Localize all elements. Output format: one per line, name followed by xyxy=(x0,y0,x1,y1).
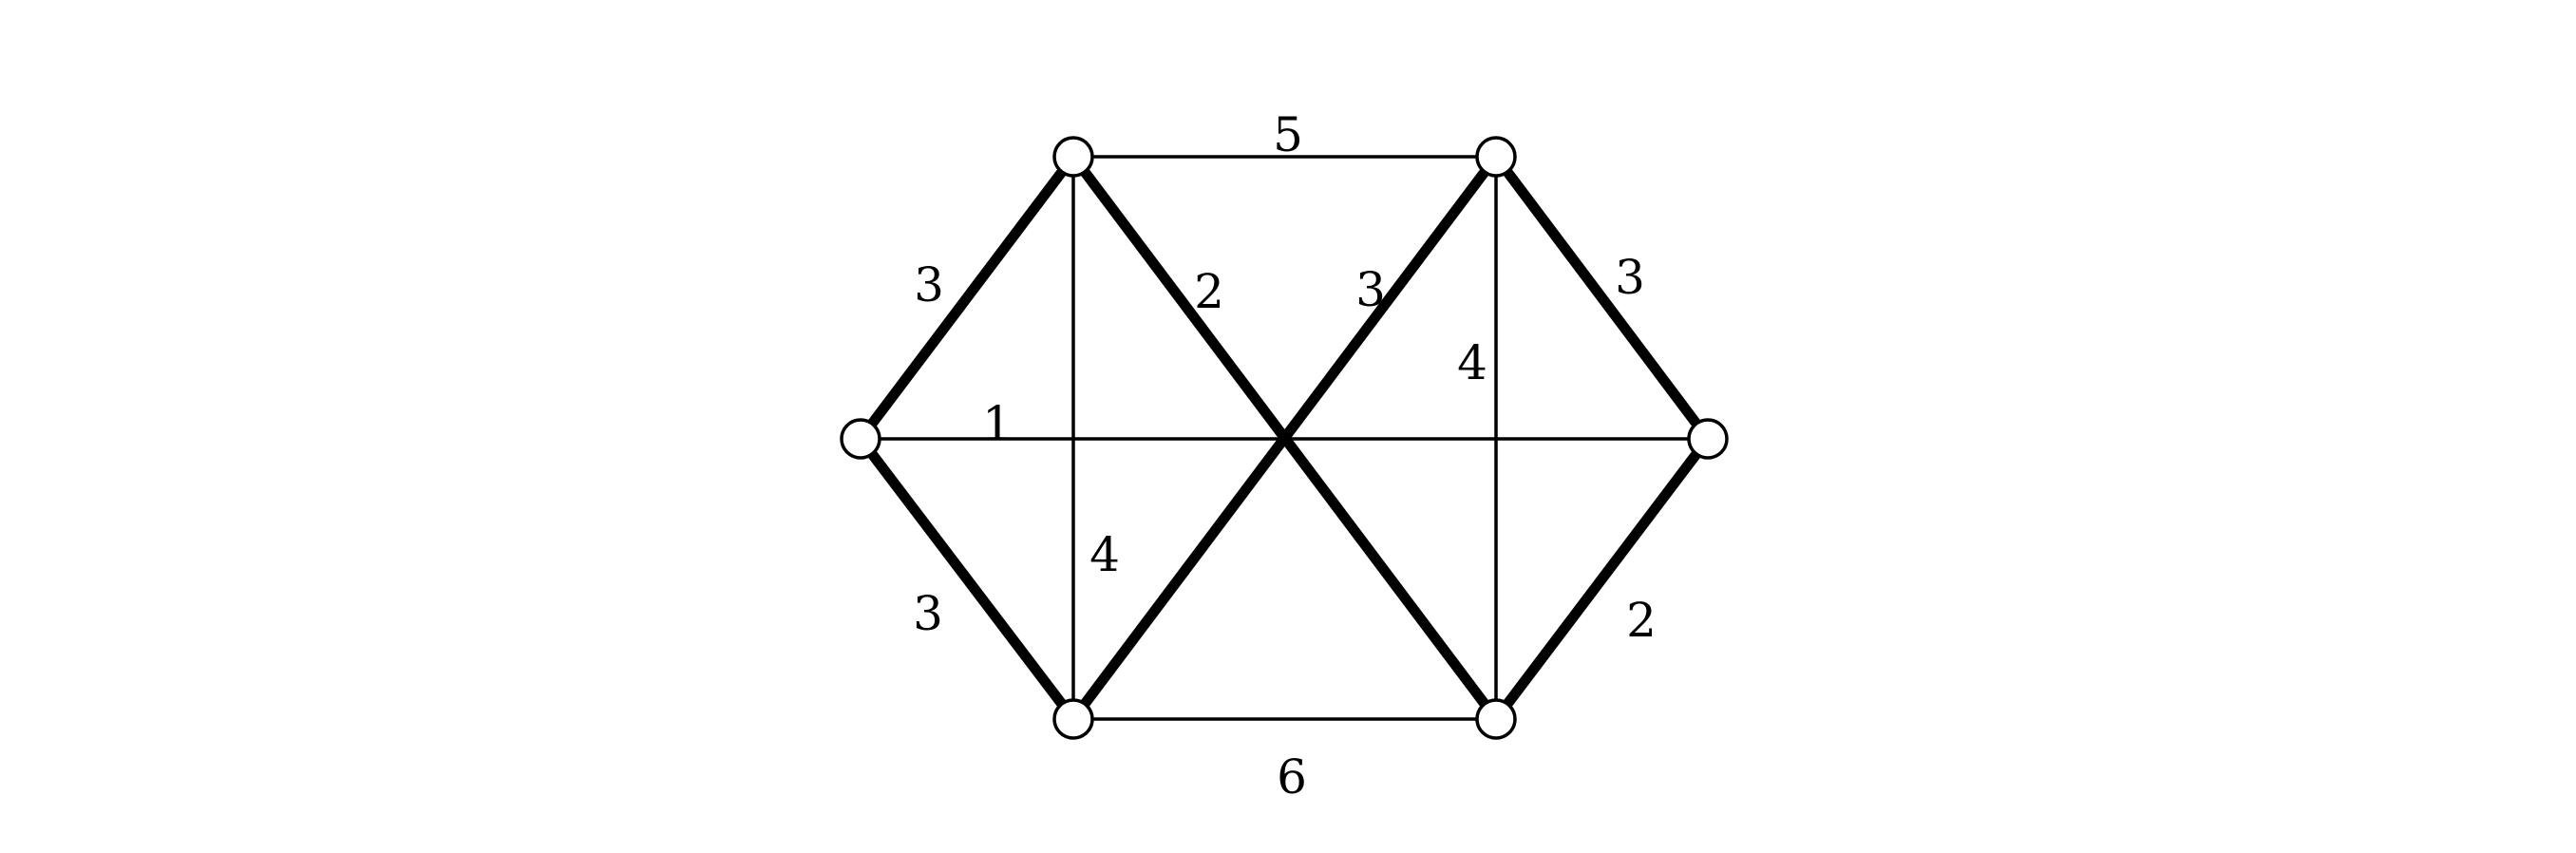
edge-weight-bottom-left-top-right: 3 xyxy=(1355,262,1386,317)
edge-weight-bottom-left-bottom-right: 6 xyxy=(1277,749,1307,805)
edge-bottom-left-top-right xyxy=(1069,153,1501,723)
node-bottom-right xyxy=(1475,698,1517,740)
edge-weight-top-right-bottom-right: 4 xyxy=(1457,335,1487,390)
node-top-right xyxy=(1475,136,1517,178)
edge-weight-top-left-top-right: 5 xyxy=(1273,107,1303,162)
edge-weight-left-right: 1 xyxy=(982,396,1013,451)
edge-left-bottom-left xyxy=(856,435,1078,723)
edges-layer xyxy=(856,153,1713,723)
edge-weight-top-left-bottom-left: 4 xyxy=(1089,527,1120,582)
edge-weight-top-left-bottom-right: 2 xyxy=(1194,264,1224,319)
edge-weight-left-bottom-left: 3 xyxy=(913,586,943,641)
edge-weight-left-top-left: 3 xyxy=(914,257,944,313)
node-bottom-left xyxy=(1052,698,1094,740)
edge-weight-top-right-right: 3 xyxy=(1615,250,1645,305)
edge-bottom-right-right xyxy=(1491,435,1713,723)
nodes-layer xyxy=(840,136,1729,740)
weight-labels-layer: 5 3 2 3 3 4 1 4 3 2 6 xyxy=(913,107,1657,805)
node-left xyxy=(840,418,881,460)
node-top-left xyxy=(1052,136,1094,178)
edge-weight-bottom-right-right: 2 xyxy=(1626,593,1657,648)
node-right xyxy=(1687,418,1729,460)
edge-left-top-left xyxy=(856,153,1078,443)
edge-top-right-right xyxy=(1491,153,1713,443)
